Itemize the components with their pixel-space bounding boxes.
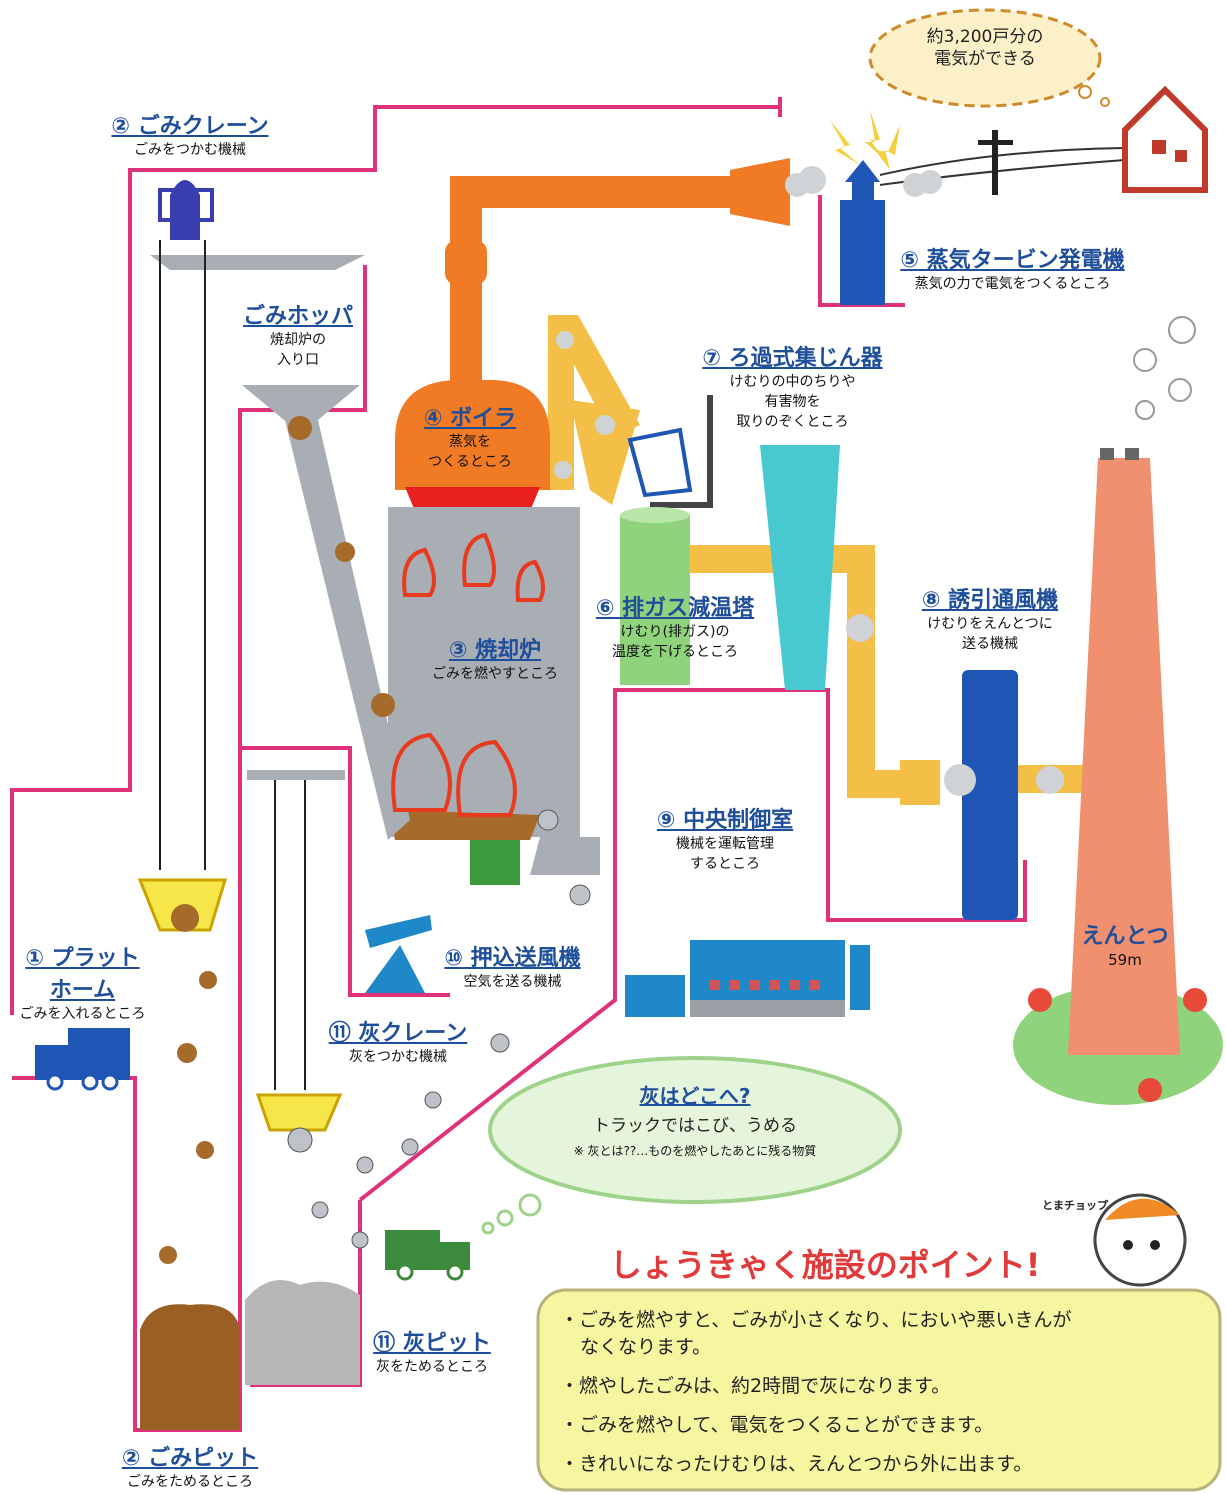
garbage-pile (140, 1304, 240, 1430)
ash-pit-label: ⑪ 灰ピット 灰をためるところ (362, 1325, 502, 1377)
crane-label: ② ごみクレーン ごみをつかむ機械 (100, 108, 280, 160)
point-item-4: ・きれいになったけむりは、えんとつから外に出ます。 (560, 1453, 1033, 1475)
ash-cloud-note: ※ 灰とは??…ものを燃やしたあとに残る物質 (573, 1144, 817, 1158)
ash-pit-title: ⑪ 灰ピット (373, 1331, 491, 1356)
house (1122, 85, 1208, 193)
hopper-desc2: 入り口 (277, 352, 319, 368)
cooling-desc1: けむり(排ガス)の (620, 624, 730, 640)
control-room-equipment (625, 940, 870, 1017)
power-cloud (868, 8, 1110, 108)
spark-marks (830, 110, 900, 170)
pit-label: ② ごみピット ごみをためるところ (105, 1440, 275, 1492)
induced-fan (962, 670, 1018, 920)
chimney-height: 59m (1108, 951, 1142, 969)
boiler-desc2: つくるところ (428, 454, 512, 470)
filter-title: ⑦ ろ過式集じん器 (702, 346, 883, 371)
point-item-1-cont: なくなります。 (580, 1336, 712, 1358)
hopper-desc1: 焼却炉の (270, 332, 326, 348)
chimney-title: えんとつ (1081, 924, 1169, 949)
blower (365, 915, 432, 993)
incinerator (388, 507, 600, 885)
turbine-title: ⑤ 蒸気タービン発電機 (900, 248, 1125, 273)
fan-desc1: けむりをえんとつに (927, 616, 1053, 632)
filter-label: ⑦ ろ過式集じん器 けむりの中のちりや 有害物を 取りのぞくところ (690, 340, 895, 432)
crane (137, 180, 228, 932)
turbine (840, 160, 885, 305)
blower-title: ⑩ 押込送風機 (444, 946, 581, 971)
control-desc1: 機械を運転管理 (676, 836, 774, 852)
fan-desc2: 送る機械 (962, 636, 1018, 652)
hopper-label: ごみホッパ 焼却炉の 入り口 (228, 298, 368, 370)
points-list: ・ごみを燃やすと、ごみが小さくなり、においや悪いきんが なくなります。 ・燃やし… (560, 1305, 1200, 1476)
filter-desc3: 取りのぞくところ (736, 414, 849, 430)
chimney (1013, 448, 1223, 1105)
fan-title: ⑧ 誘引通風機 (921, 588, 1059, 613)
ash-crane (247, 770, 345, 1132)
ash-pile (245, 1280, 360, 1385)
control-desc2: するところ (690, 856, 760, 872)
ash-crane-desc: 灰をつかむ機械 (349, 1049, 447, 1065)
pit-desc: ごみをためるところ (127, 1474, 253, 1490)
platform-desc: ごみを入れるところ (19, 1006, 146, 1022)
ash-pit-desc: 灰をためるところ (376, 1359, 488, 1375)
point-item-3: ・ごみを燃やして、電気をつくることができます。 (560, 1414, 994, 1436)
incinerator-title: ③ 焼却炉 (448, 638, 542, 663)
garbage-truck (35, 1028, 130, 1091)
platform-title1: ① プラット (25, 946, 140, 971)
platform-label: ① プラット ホーム ごみを入れるところ (10, 940, 155, 1024)
incinerator-label: ③ 焼却炉 ごみを燃やすところ (405, 632, 585, 684)
garbage-particles (159, 416, 395, 1264)
smoke-puffs (554, 166, 1064, 796)
hopper (150, 255, 410, 840)
boiler-title: ④ ボイラ (423, 406, 517, 431)
turbine-desc: 蒸気の力で電気をつくるところ (914, 276, 1111, 292)
chimney-label: えんとつ 59m (1070, 918, 1180, 970)
power-line1: 約3,200戸分の (926, 27, 1044, 47)
mascot (1093, 1193, 1187, 1287)
filter-unit (627, 395, 713, 508)
points-heading: しょうきゃく施設のポイント! (609, 1246, 1041, 1284)
ash-cloud-line: トラックではこび、うめる (593, 1116, 797, 1136)
blower-label: ⑩ 押込送風機 空気を送る機械 (430, 940, 595, 992)
incinerator-desc: ごみを燃やすところ (432, 666, 558, 682)
point-item-1: ・ごみを燃やすと、ごみが小さくなり、においや悪いきんが (560, 1309, 1072, 1331)
ash-cloud (481, 1056, 902, 1235)
bag-filter (760, 445, 840, 690)
cooling-tower (620, 507, 690, 685)
flames (391, 532, 546, 817)
ash-particles (287, 809, 591, 1249)
tulips (1028, 988, 1207, 1102)
chimney-smoke (1133, 316, 1196, 420)
boiler-label: ④ ボイラ 蒸気を つくるところ (395, 400, 545, 472)
crane-desc: ごみをつかむ機械 (134, 142, 246, 158)
power-line2: 電気ができる (934, 49, 1036, 69)
cooling-desc2: 温度を下げるところ (612, 644, 738, 660)
cooling-title: ⑥ 排ガス減温塔 (595, 596, 755, 621)
filter-desc2: 有害物を (764, 394, 821, 410)
points-panel-bg (536, 1288, 1222, 1492)
hopper-title: ごみホッパ (242, 304, 353, 329)
ash-cloud-text: 灰はどこへ? トラックではこび、うめる ※ 灰とは??…ものを燃やしたあとに残る… (520, 1080, 870, 1161)
power-cloud-text: 約3,200戸分の 電気ができる (900, 26, 1070, 70)
ash-crane-title: ⑪ 灰クレーン (328, 1021, 468, 1046)
blower-desc: 空気を送る機械 (463, 974, 562, 990)
turbine-label: ⑤ 蒸気タービン発電機 蒸気の力で電気をつくるところ (890, 242, 1135, 294)
ash-cloud-title: 灰はどこへ? (639, 1084, 751, 1108)
control-label: ⑨ 中央制御室 機械を運転管理 するところ (640, 802, 810, 874)
platform-title2: ホーム (49, 978, 116, 1003)
fan-label: ⑧ 誘引通風機 けむりをえんとつに 送る機械 (905, 582, 1075, 654)
ash-crane-label: ⑪ 灰クレーン 灰をつかむ機械 (318, 1015, 478, 1067)
ash-truck (385, 1230, 470, 1281)
cooling-label: ⑥ 排ガス減温塔 けむり(排ガス)の 温度を下げるところ (585, 590, 765, 662)
point-item-2: ・燃やしたごみは、約2時間で灰になります。 (560, 1375, 951, 1397)
filter-desc1: けむりの中のちりや (729, 374, 856, 390)
mascot-name: とまチョップ (1042, 1199, 1108, 1212)
control-title: ⑨ 中央制御室 (656, 808, 794, 833)
boiler-desc1: 蒸気を (449, 434, 491, 450)
crane-title: ② ごみクレーン (111, 114, 269, 139)
pit-title: ② ごみピット (121, 1446, 259, 1471)
